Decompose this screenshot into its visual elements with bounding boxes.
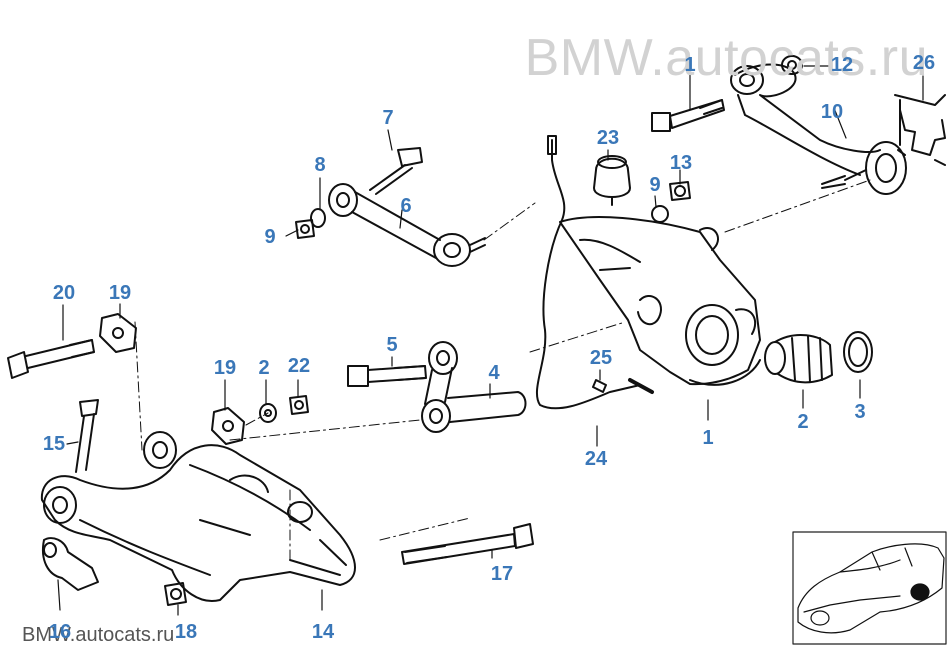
upper-control-arm	[730, 63, 907, 195]
washer-8	[310, 208, 326, 228]
callout-7: 7	[382, 107, 394, 129]
mount-19-middle	[211, 407, 245, 445]
callout-10: 10	[820, 101, 844, 123]
nut-13	[669, 181, 691, 201]
ring-3	[843, 331, 873, 373]
upper-link-6	[328, 183, 486, 267]
callout-5: 5	[386, 334, 398, 356]
subframe-14	[40, 431, 356, 602]
callout-17: 17	[490, 563, 514, 585]
bracket-26	[894, 94, 946, 166]
bracket-16	[42, 537, 99, 591]
washer-21	[259, 403, 277, 423]
callout-2-boot: 2	[797, 411, 809, 433]
callout-14: 14	[311, 621, 335, 643]
rubber-mount-23	[593, 155, 631, 206]
nut-12	[781, 55, 803, 75]
callout-20: 20	[52, 282, 76, 304]
callout-15: 15	[42, 433, 66, 455]
bolt-17	[401, 523, 534, 565]
watermark-bottom: BMW.autocats.ru	[22, 624, 175, 646]
bolt-15	[75, 399, 99, 473]
callout-26: 26	[912, 52, 936, 74]
callout-8: 8	[314, 154, 326, 176]
callout-2-middle: 2	[258, 357, 270, 379]
bolt-5	[347, 365, 427, 387]
bolt-1-upper	[651, 99, 725, 132]
callout-1-carrier: 1	[702, 427, 714, 449]
callout-12: 12	[830, 54, 854, 76]
callout-23: 23	[596, 127, 620, 149]
watermark-top: BMW.autocats.ru	[524, 29, 928, 87]
callout-22: 22	[287, 355, 311, 377]
callout-19-middle: 19	[213, 357, 237, 379]
nut-22	[289, 395, 309, 415]
boot-2	[764, 334, 833, 384]
callout-9-right: 9	[649, 174, 661, 196]
callout-19-left: 19	[108, 282, 132, 304]
bolt-20	[7, 339, 95, 379]
wheel-carrier	[559, 216, 761, 386]
mount-19-left	[99, 313, 137, 353]
nut-9-right	[651, 205, 669, 223]
leader-lines	[57, 65, 924, 616]
callout-16: 16	[48, 621, 72, 643]
nut-18	[164, 582, 187, 606]
sensor-cable-24	[535, 135, 654, 410]
construction-lines	[134, 179, 871, 561]
bolt-7	[369, 147, 423, 195]
callout-13: 13	[669, 152, 693, 174]
callout-4: 4	[488, 362, 500, 384]
car-thumbnail	[792, 531, 947, 645]
callout-18: 18	[174, 621, 198, 643]
callout-9-left: 9	[264, 226, 276, 248]
callout-24: 24	[584, 448, 608, 470]
callout-1-upper: 1	[684, 54, 696, 76]
callout-3: 3	[854, 401, 866, 423]
nut-9-left	[295, 219, 315, 239]
callout-25: 25	[589, 347, 613, 369]
callout-6: 6	[400, 195, 412, 217]
bolt-25	[592, 379, 607, 393]
link-4	[421, 341, 527, 433]
